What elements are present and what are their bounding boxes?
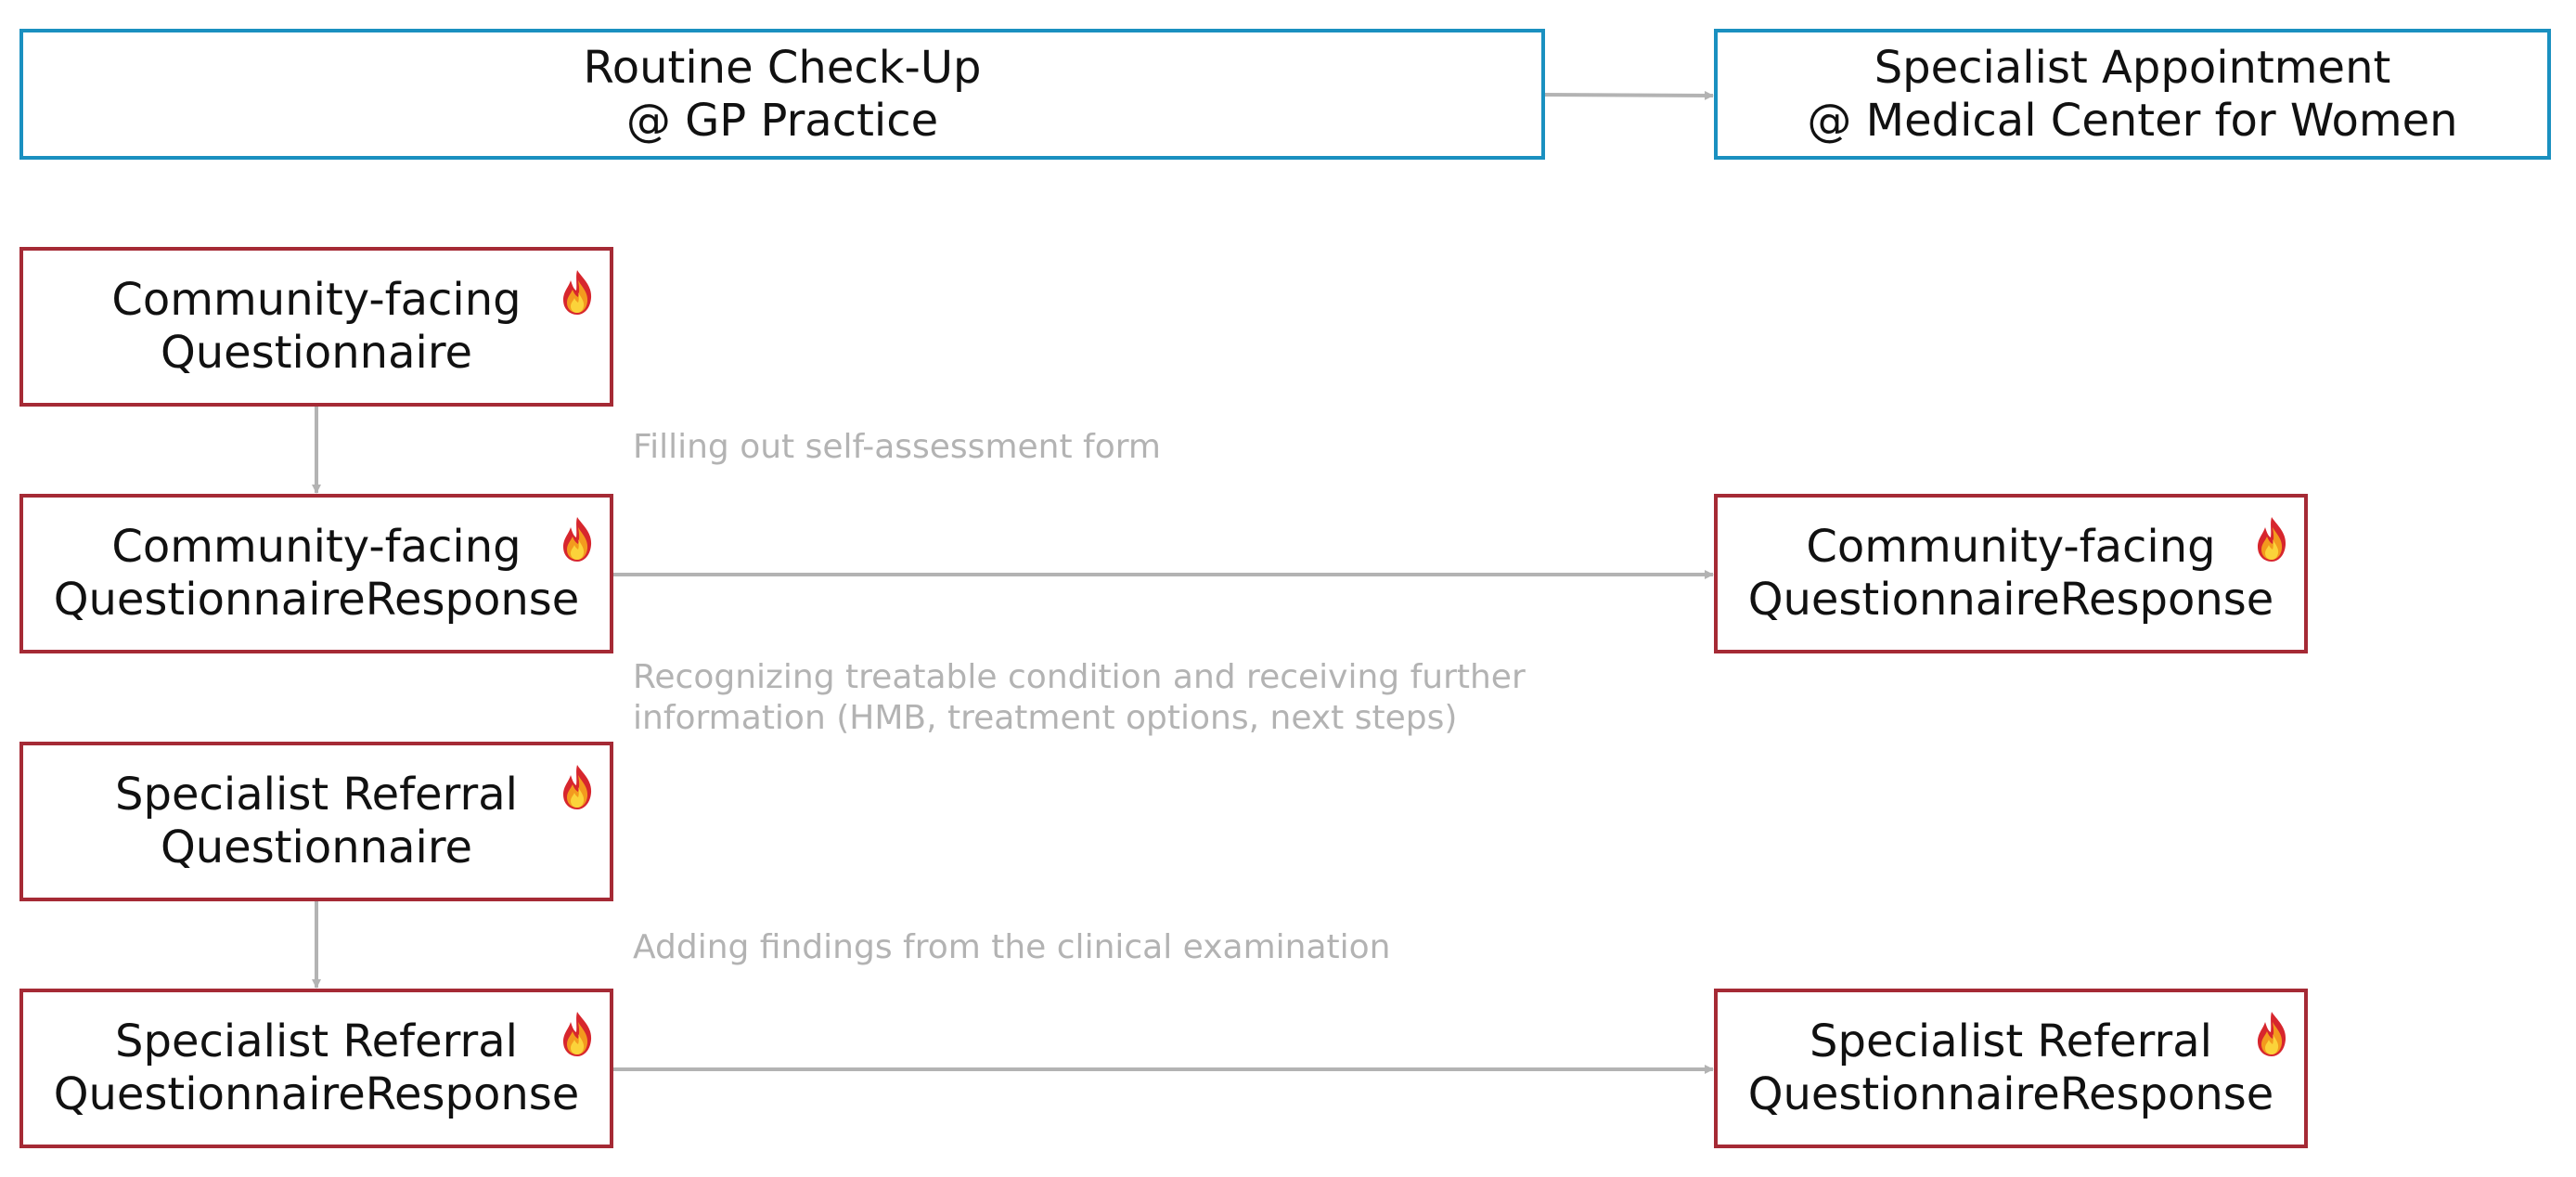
cf-response-gp-box: Community-facing QuestionnaireResponse [19, 494, 613, 653]
connector-gp-to-specialist-appointment [1543, 90, 1714, 100]
cf-questionnaire-box: Community-facing Questionnaire [19, 247, 613, 407]
note-self-assessment-text: Filling out self-assessment form [633, 428, 1161, 466]
sr-response-gp-box: Specialist Referral QuestionnaireRespons… [19, 989, 613, 1148]
fhir-flame-icon [2258, 1012, 2286, 1056]
sr-response-specialist-box: Specialist Referral QuestionnaireRespons… [1714, 989, 2308, 1148]
note-treatable-condition-line-2: information (HMB, treatment options, nex… [633, 699, 1458, 737]
sr-response-gp-label-1: Specialist Referral [115, 1015, 518, 1067]
sr-response-gp-label-2: QuestionnaireResponse [53, 1068, 580, 1120]
specialist-encounter-location: @ Medical Center for Women [1807, 94, 2458, 147]
sr-response-specialist-label-2: QuestionnaireResponse [1747, 1068, 2274, 1120]
gp-encounter-title: Routine Check-Up [583, 41, 982, 94]
fhir-flame-icon [563, 270, 592, 315]
fhir-flame-icon [2258, 517, 2286, 562]
specialist-encounter-title: Specialist Appointment [1874, 41, 2391, 94]
gp-encounter-location: @ GP Practice [625, 94, 939, 147]
note-treatable-condition-line-1: Recognizing treatable condition and rece… [633, 658, 1526, 696]
fhir-flame-icon [563, 765, 592, 809]
sr-response-specialist-label-1: Specialist Referral [1810, 1015, 2212, 1067]
cf-questionnaire-label-2: Questionnaire [160, 327, 473, 379]
cf-response-specialist-label-1: Community-facing [1806, 521, 2216, 573]
cf-questionnaire-label-1: Community-facing [111, 274, 522, 326]
note-clinical-findings: Adding findings from the clinical examin… [633, 927, 1390, 968]
cf-response-specialist-box: Community-facing QuestionnaireResponse [1714, 494, 2308, 653]
fhir-flame-icon [563, 517, 592, 562]
note-clinical-findings-text: Adding findings from the clinical examin… [633, 928, 1391, 966]
cf-response-gp-label-1: Community-facing [111, 521, 522, 573]
cf-response-gp-label-2: QuestionnaireResponse [53, 574, 580, 626]
note-self-assessment: Filling out self-assessment form [633, 427, 1161, 468]
cf-response-specialist-label-2: QuestionnaireResponse [1747, 574, 2274, 626]
gp-routine-checkup-box: Routine Check-Up @ GP Practice [19, 29, 1545, 160]
sr-questionnaire-label-2: Questionnaire [160, 821, 473, 873]
note-treatable-condition: Recognizing treatable condition and rece… [633, 657, 1526, 739]
sr-questionnaire-label-1: Specialist Referral [115, 769, 518, 821]
sr-questionnaire-box: Specialist Referral Questionnaire [19, 742, 613, 901]
fhir-flame-icon [563, 1012, 592, 1056]
specialist-appointment-box: Specialist Appointment @ Medical Center … [1714, 29, 2551, 160]
